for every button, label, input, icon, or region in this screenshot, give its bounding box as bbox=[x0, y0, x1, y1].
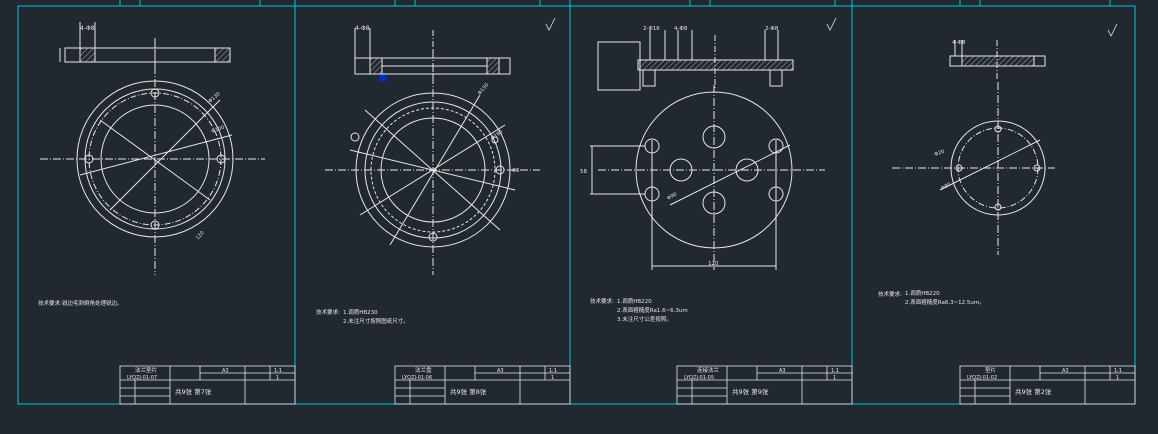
sheet4-part-name: 垫片 bbox=[985, 366, 996, 374]
sheet2-dim-hole: Φ8 bbox=[512, 168, 519, 174]
sheet2-material: A3 bbox=[497, 368, 504, 374]
sheet1-scale: 1:1 bbox=[274, 368, 282, 374]
sheet2-part-name: 法兰盘 bbox=[415, 366, 432, 374]
sheet4-dim-pcd: Φ80 bbox=[940, 182, 952, 192]
sheet1-dim-inner: Φ100 bbox=[211, 125, 226, 135]
sheet4-title-block bbox=[959, 365, 1136, 405]
sheet1-qty: 1 bbox=[276, 375, 279, 381]
sheet1-note-label: 技术要求: bbox=[38, 299, 62, 307]
sheet1-material: A3 bbox=[222, 368, 229, 374]
sheet3-dim-4holes: 4-Φ8 bbox=[674, 26, 688, 32]
sheet2-section-view bbox=[354, 28, 511, 82]
sheet2-drawing-no: LYQZJ-01-06 bbox=[402, 375, 432, 381]
sheet1-title-block bbox=[119, 365, 296, 405]
sheet-4: 4-Φ8 Φ20 Φ80 技术要求: 1.调质HB220 2.表面粗糙度Ra6.… bbox=[878, 23, 1136, 405]
sheet1-dim-outer: Φ130 bbox=[207, 91, 221, 104]
sheet4-section-view bbox=[949, 40, 1046, 80]
sheet3-section-view bbox=[597, 30, 794, 91]
sheet-1: 4-Φ8 Φ130 Φ100 120 技术要求: 锐边毛刺倒角处理锐边。 bbox=[38, 22, 296, 405]
sheet3-note-3: 3.未注尺寸公差按照。 bbox=[617, 315, 672, 323]
sheet3-drawing-no: LYQZJ-01-05 bbox=[684, 375, 714, 381]
sheet2-note-label: 技术要求: bbox=[316, 308, 340, 316]
sheet-3: 2-Φ16 4-Φ8 2-Φ8 120 58 Φ90 技术要求: 1.调质HB2… bbox=[580, 17, 853, 405]
sheet4-scale: 1:1 bbox=[1114, 368, 1122, 374]
sheet3-dim-pcd: Φ90 bbox=[666, 192, 678, 202]
sheet1-sheet-info: 共9张 第7张 bbox=[175, 387, 212, 396]
sheet3-dim-2holes: 2-Φ16 bbox=[643, 26, 660, 32]
sheet4-material: A3 bbox=[1062, 368, 1069, 374]
sheet4-plan-view bbox=[892, 82, 1055, 255]
sheet2-note-2: 2.未注尺寸按照图纸尺寸。 bbox=[343, 317, 409, 325]
sheet3-title-block bbox=[676, 365, 853, 405]
sheet4-note-label: 技术要求: bbox=[878, 290, 902, 298]
sheet4-roughness-symbol bbox=[1107, 23, 1118, 37]
sheet1-plan-view bbox=[40, 40, 265, 275]
sheet2-dim-pcd: Φ150 bbox=[477, 82, 490, 96]
sheet4-dim-hole: Φ20 bbox=[934, 149, 946, 158]
sheet3-dim-height: 58 bbox=[580, 169, 587, 175]
sheet3-plan-view bbox=[590, 85, 825, 270]
sheet3-dim-2holes-b: 2-Φ8 bbox=[765, 26, 779, 32]
sheet3-roughness-symbol bbox=[826, 17, 837, 31]
sheet4-note-2: 2.表面粗糙度Ra6.3~12.5um。 bbox=[905, 298, 985, 306]
sheet3-note-label: 技术要求: bbox=[590, 297, 614, 305]
sheet-2: 4-Φ8 Φ8 Φ150 Φ180 技术要求: 1.调质HB230 2.未注尺寸… bbox=[316, 17, 571, 405]
sheet2-plan-view bbox=[325, 50, 540, 275]
sheet1-drawing-no: LYQZJ-01-07 bbox=[127, 375, 157, 381]
sheet2-note-1: 1.调质HB230 bbox=[343, 308, 378, 316]
sheet1-dim-holes: 4-Φ8 bbox=[80, 25, 95, 32]
sheet3-sheet-info: 共9张 第9张 bbox=[732, 387, 769, 396]
sheet2-dim-holes: 4-Φ8 bbox=[355, 25, 370, 32]
sheet1-section-view bbox=[59, 22, 231, 70]
sheet3-scale: 1:1 bbox=[831, 368, 839, 374]
sheet3-note-1: 1.调质HB220 bbox=[617, 297, 652, 305]
sheet2-dim-outer: Φ180 bbox=[490, 129, 504, 142]
sheet3-dim-width: 120 bbox=[708, 261, 719, 267]
sheet2-qty: 1 bbox=[551, 375, 554, 381]
sheet3-material: A3 bbox=[779, 368, 786, 374]
sheet4-sheet-info: 共9张 第2张 bbox=[1015, 387, 1052, 396]
sheet2-sheet-info: 共9张 第8张 bbox=[450, 387, 487, 396]
sheet2-roughness-symbol bbox=[545, 17, 556, 31]
sheet1-dim-pcd: 120 bbox=[195, 230, 206, 241]
sheet4-qty: 1 bbox=[1116, 375, 1119, 381]
sheet3-part-name: 连接法兰 bbox=[697, 366, 720, 374]
sheet2-title-block bbox=[394, 365, 571, 405]
sheet1-part-name: 法兰垫片 bbox=[135, 366, 157, 374]
sheet1-note-1: 锐边毛刺倒角处理锐边。 bbox=[62, 299, 123, 307]
drawing-frames bbox=[17, 0, 1136, 405]
sheet4-dim-holes: 4-Φ8 bbox=[952, 40, 966, 46]
sheet3-note-2: 2.表面粗糙度Ra1.6~6.3um bbox=[617, 306, 688, 314]
sheet4-note-1: 1.调质HB220 bbox=[905, 289, 940, 297]
sheet4-drawing-no: LYQZJ-01-02 bbox=[967, 375, 997, 381]
sheet3-qty: 1 bbox=[833, 375, 836, 381]
sheet2-scale: 1:1 bbox=[549, 368, 557, 374]
